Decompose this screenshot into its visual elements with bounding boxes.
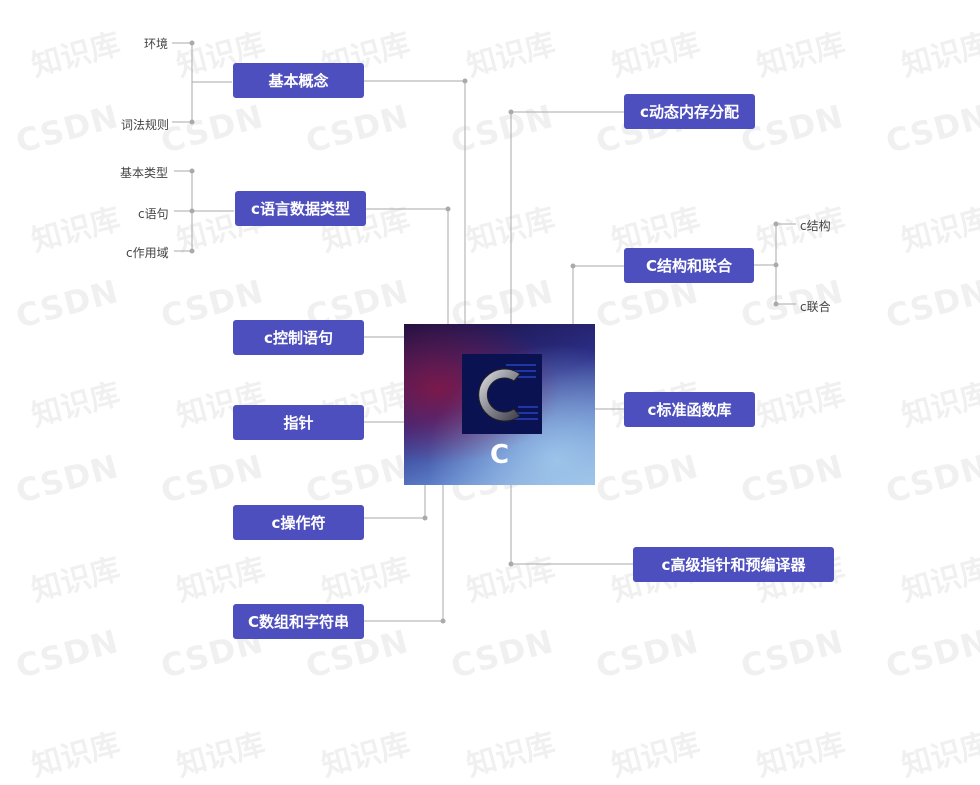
node-operators[interactable]: c操作符 <box>233 505 364 540</box>
connector-operators <box>364 485 426 519</box>
node-advanced-pointers[interactable]: c高级指针和预编译器 <box>633 547 834 582</box>
node-dynamic-memory[interactable]: c动态内存分配 <box>624 94 755 129</box>
node-control-statements[interactable]: c控制语句 <box>233 320 364 355</box>
leaf-lexical-rules[interactable]: 词法规则 <box>121 118 170 132</box>
connector-struct-union <box>572 265 624 324</box>
leaf-struct[interactable]: c结构 <box>800 219 831 233</box>
node-pointer[interactable]: 指针 <box>233 405 364 440</box>
node-std-library[interactable]: c标准函数库 <box>624 392 755 427</box>
connector-advanced <box>510 485 633 565</box>
connector-dynamic-memory <box>510 111 624 324</box>
leaf-scope[interactable]: c作用域 <box>126 246 169 260</box>
node-arrays-strings[interactable]: C数组和字符串 <box>233 604 364 639</box>
c-letter-icon <box>462 354 542 434</box>
connector-basic-concepts <box>364 80 466 324</box>
node-data-types[interactable]: c语言数据类型 <box>235 191 366 226</box>
c-logo-image <box>462 354 542 434</box>
node-basic-concepts[interactable]: 基本概念 <box>233 63 364 98</box>
center-label: C <box>489 440 510 470</box>
node-struct-union[interactable]: C结构和联合 <box>624 248 754 283</box>
connector-dot <box>462 78 468 84</box>
leaf-environment[interactable]: 环境 <box>144 37 169 51</box>
leaf-basic-types[interactable]: 基本类型 <box>120 166 169 180</box>
leaf-union[interactable]: c联合 <box>800 300 831 314</box>
mindmap-connectors <box>172 40 796 624</box>
center-node[interactable]: C <box>404 324 595 485</box>
leaf-statements[interactable]: c语句 <box>138 207 169 221</box>
connector-data-types <box>366 208 449 324</box>
connector-arrays <box>364 485 444 622</box>
